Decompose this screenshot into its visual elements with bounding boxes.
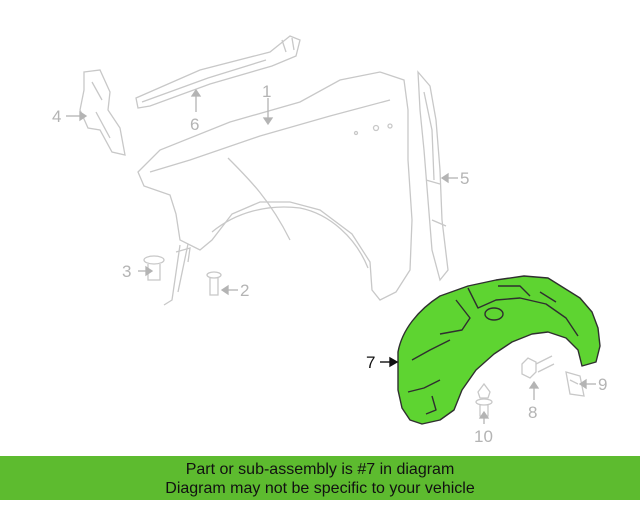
banner-line-1: Part or sub-assembly is #7 in diagram bbox=[185, 461, 455, 478]
banner-line-2: Diagram may not be specific to your vehi… bbox=[165, 480, 475, 497]
part-4-bracket bbox=[79, 69, 126, 156]
leader-lines bbox=[66, 88, 596, 424]
part-2-screw bbox=[206, 271, 222, 296]
callout-8: 8 bbox=[528, 403, 537, 422]
leader-line-7 bbox=[380, 356, 399, 368]
callout-4: 4 bbox=[52, 107, 61, 126]
callout-6: 6 bbox=[190, 115, 199, 134]
callout-5: 5 bbox=[460, 169, 469, 188]
part-7-fender-liner bbox=[397, 275, 601, 425]
parts-diagram: 1 2 3 4 5 6 7 8 9 10 bbox=[52, 35, 607, 446]
part-6-upper-rail bbox=[135, 35, 301, 109]
callout-7: 7 bbox=[366, 353, 375, 372]
callout-2: 2 bbox=[240, 281, 249, 300]
callout-10: 10 bbox=[474, 427, 493, 446]
part-1-fender bbox=[137, 71, 413, 306]
callout-3: 3 bbox=[122, 262, 131, 281]
part-5-side-bracket bbox=[417, 70, 449, 282]
part-9-clip bbox=[565, 371, 585, 397]
part-8-bolt bbox=[521, 355, 555, 379]
callout-1: 1 bbox=[262, 82, 271, 101]
part-info-banner: Part or sub-assembly is #7 in diagram Di… bbox=[0, 456, 640, 500]
callout-9: 9 bbox=[598, 375, 607, 394]
